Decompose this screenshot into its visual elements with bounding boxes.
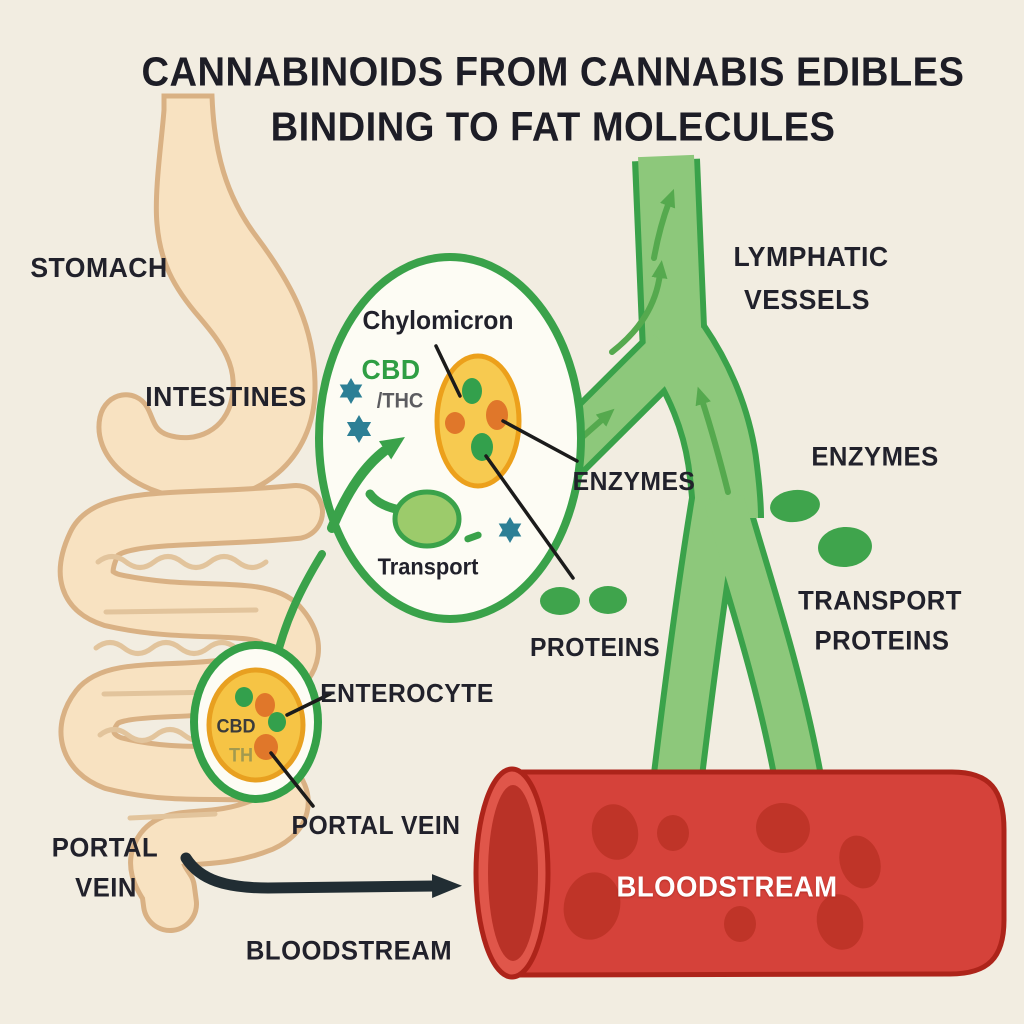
protein-dot — [471, 433, 493, 461]
pointer-portal-vein — [269, 751, 315, 808]
small-lipid-dash — [464, 531, 482, 543]
label-transport-proteins-line2: PROTEINS — [814, 625, 950, 656]
flow-arrow-mainleg — [695, 386, 731, 495]
enterocyte-orange-dot — [255, 693, 275, 717]
transport-protein-shape — [365, 489, 462, 549]
bloodstream-tube — [473, 766, 1007, 980]
lymph-legB-fill — [704, 494, 818, 782]
pointer-enzymes — [501, 419, 579, 463]
uptake-arrow — [327, 437, 405, 533]
label-chylomicron: Chylomicron — [362, 305, 514, 335]
protein-dots-right — [770, 489, 872, 568]
label-portal-vein-left-line1: PORTAL — [51, 832, 159, 863]
enterocyte-green-dot — [235, 687, 253, 707]
bloodstream-opening-lumen — [488, 785, 538, 961]
pointer-lines — [269, 344, 579, 808]
cbd-molecule-dot — [462, 378, 482, 404]
pointer-chylomicron — [434, 344, 462, 398]
stomach-shape — [96, 93, 318, 503]
protein-dots-mid — [540, 586, 627, 615]
label-stomach: STOMACH — [30, 252, 168, 283]
label-transport-proteins-line1: TRANSPORT — [798, 585, 962, 616]
lymph-trunk-fill — [638, 154, 702, 352]
label-proteins-mid: PROTEINS — [529, 632, 661, 662]
enterocyte-green-dot2 — [268, 712, 286, 732]
label-cbd: CBD — [361, 354, 421, 385]
pointer-enterocyte — [285, 692, 332, 717]
bloodstream-body — [511, 769, 1007, 978]
flow-arrow-junction — [609, 260, 668, 355]
label-intestines: INTESTINES — [145, 381, 307, 412]
label-bloodstream-caption: BLOODSTREAM — [245, 935, 453, 966]
blood-cells — [563, 802, 881, 950]
label-lymphatic-vessels-line2: VESSELS — [743, 284, 871, 315]
pointer-proteins — [484, 454, 575, 580]
label-bloodstream-tube: BLOODSTREAM — [616, 871, 838, 904]
label-enzymes-mid: ENZYMES — [572, 466, 696, 496]
page-title-line1: CANNABINOIDS FROM CANNABIS EDIBLES — [141, 48, 965, 95]
label-portal-vein-mid: PORTAL VEIN — [291, 810, 461, 840]
label-enterocyte-cbd: CBD — [216, 716, 256, 738]
flow-arrow-trunk — [651, 188, 676, 261]
digestive-tract-shape — [57, 93, 325, 933]
cannabinoid-star-icon — [339, 378, 522, 543]
label-enterocyte: ENTEROCYTE — [320, 678, 494, 708]
page-title-line2: BINDING TO FAT MOLECULES — [270, 103, 836, 150]
label-lymphatic-vessels-line1: LYMPHATIC — [733, 241, 889, 272]
label-enterocyte-th: TH — [228, 745, 254, 767]
label-portal-vein-left-line2: VEIN — [75, 872, 137, 903]
portal-to-bloodstream-arrow — [180, 852, 462, 899]
label-transport-inner: Transport — [377, 553, 479, 580]
thc-molecule-dot — [445, 412, 465, 434]
label-thc: /THC — [376, 389, 424, 413]
label-enzymes-right: ENZYMES — [811, 441, 939, 472]
enterocyte-shape — [190, 641, 322, 803]
enzyme-dot — [486, 400, 508, 430]
